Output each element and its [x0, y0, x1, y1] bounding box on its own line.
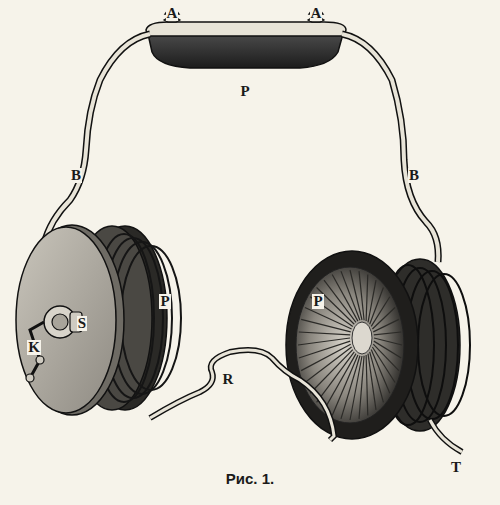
part-letter: P [239, 84, 250, 99]
part-letter: A [166, 6, 179, 21]
part-letter: P [159, 294, 170, 309]
part-letter: R [222, 372, 235, 387]
part-letter: P [312, 294, 323, 309]
part-letter: K [27, 340, 41, 355]
part-letter: A [310, 6, 323, 21]
figure-caption: Рис. 1. [226, 470, 274, 487]
part-letter: B [408, 168, 420, 183]
part-letter: T [450, 460, 462, 475]
part-letter: B [70, 168, 82, 183]
part-letter: S [77, 316, 87, 331]
